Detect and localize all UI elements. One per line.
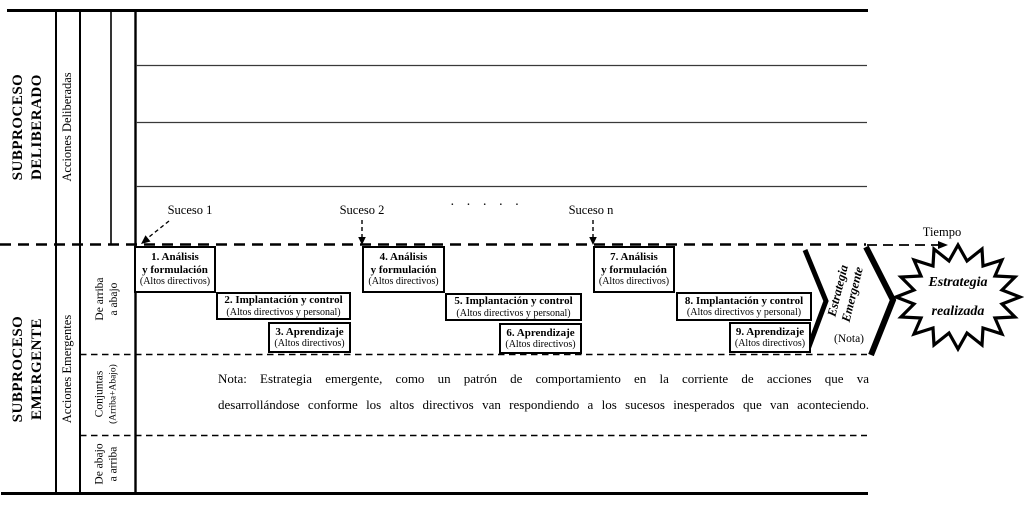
process-box-6-learning: 6. Aprendizaje (Altos directivos) [499,323,582,354]
deliberate-title-line2: DELIBERADO [29,74,45,180]
suceso-2-label: Suceso 2 [339,203,385,217]
emergent-title-line2: EMERGENTE [29,318,45,421]
process-box-4-analysis: 4. Análisis y formulación (Altos directi… [362,246,445,293]
ellipsis-dots: · · · · · [450,198,524,213]
deliberate-title-line1: SUBPROCESO [10,73,26,181]
deliberate-actions-label: Acciones Deliberadas [60,72,74,182]
starburst-shape [891,241,1024,353]
deliberate-subprocess-title: SUBPROCESO DELIBERADO [9,10,47,244]
chevron-1 [802,249,829,353]
flow-label-joint: Conjuntas (Arriba+Abajo) [93,364,119,424]
suceso-1-arrow [141,220,170,244]
process-box-8-implementation: 8. Implantación y control (Altos directi… [676,292,812,321]
emergent-actions-label: Acciones Emergentes [60,314,74,424]
tiempo-label: Tiempo [922,225,962,239]
emergent-title-line1: SUBPROCESO [10,315,26,423]
suceso-n-label: Suceso n [568,203,614,217]
suceso-1-label: Suceso 1 [167,203,213,217]
footnote-text: Nota: Estrategia emergente, como un patr… [218,366,869,418]
process-box-2-implementation: 2. Implantación y control (Altos directi… [216,292,351,320]
flow-label-bottom-up: De abajo a arriba [93,443,120,485]
tiempo-arrow [867,241,948,249]
suceso-n-arrow [589,220,597,245]
process-box-3-learning: 3. Aprendizaje (Altos directivos) [268,322,351,353]
nota-reference-label: (Nota) [833,333,864,345]
process-box-5-implementation: 5. Implantación y control (Altos directi… [445,293,582,321]
chevron-2 [863,245,897,357]
process-box-7-analysis: 7. Análisis y formulación (Altos directi… [593,246,675,293]
process-box-1-analysis: 1. Análisis y formulación (Altos directi… [134,246,216,293]
realized-strategy-label: Estrategia realizada [928,275,988,319]
suceso-2-arrow [358,220,366,245]
emergent-subprocess-title: SUBPROCESO EMERGENTE [9,244,47,494]
process-box-9-learning: 9. Aprendizaje (Altos directivos) [729,322,811,353]
flow-label-top-down: De arriba a abajo [94,277,120,321]
footnote-line-1: Nota: Estrategia emergente, como un patr… [218,371,869,386]
footnote-line-2: desarrollándose conforme los altos direc… [218,397,869,412]
